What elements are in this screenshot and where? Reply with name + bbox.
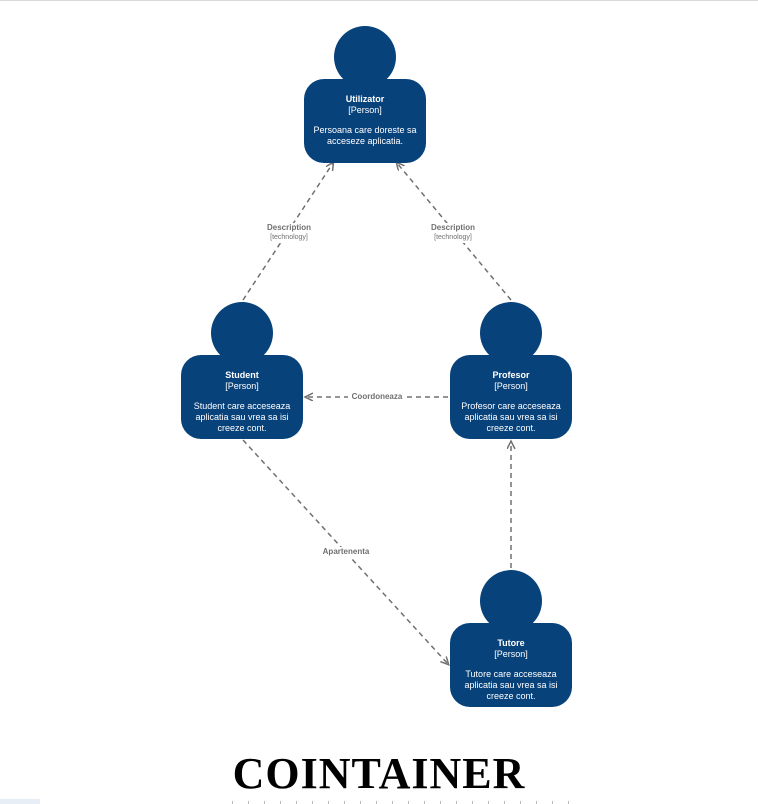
page-title: COINTAINER [232, 749, 526, 798]
person-head-icon [480, 570, 542, 632]
bottom-edge-strip [0, 799, 40, 804]
person-name: Tutore [497, 638, 525, 648]
relationship-technology: [technology] [270, 234, 308, 241]
person-description: Tutore care acceseaza aplicatia sau vrea… [464, 669, 558, 701]
person-name: Utilizator [345, 94, 385, 104]
person-type: [Person] [225, 381, 259, 391]
edge-label-profesor-utilizator: Description [technology] [426, 223, 480, 243]
person-card: Profesor [Person] Profesor care acceseaz… [450, 355, 572, 439]
relationship-label: Coordoneaza [351, 392, 403, 401]
relationship-label: Description [430, 223, 475, 232]
relationship-technology: [technology] [434, 234, 472, 241]
person-card: Utilizator [Person] Persoana care dorest… [304, 79, 426, 163]
person-name: Student [225, 370, 259, 380]
relationship-label: Apartenenta [322, 547, 370, 556]
edge-profesor-to-utilizator [397, 163, 512, 301]
person-description: Student care acceseaza aplicatia sau vre… [193, 401, 291, 433]
edge-student-to-tutore [242, 439, 448, 664]
bottom-dotted-rule [232, 801, 572, 804]
person-type: [Person] [348, 105, 382, 115]
person-head-icon [334, 26, 396, 88]
edge-label-profesor-student: Coordoneaza [348, 392, 406, 402]
person-description: Persoana care doreste sa acceseze aplica… [313, 125, 417, 146]
person-head-icon [211, 302, 273, 364]
relationship-label: Description [266, 223, 311, 232]
person-head-icon [480, 302, 542, 364]
top-border [0, 0, 758, 1]
person-card: Tutore [Person] Tutore care acceseaza ap… [450, 623, 572, 707]
person-description: Profesor care acceseaza aplicatia sau vr… [461, 401, 561, 433]
person-card: Student [Person] Student care acceseaza … [181, 355, 303, 439]
person-name: Profesor [492, 370, 530, 380]
person-type: [Person] [494, 649, 528, 659]
person-type: [Person] [494, 381, 528, 391]
edge-label-student-utilizator: Description [technology] [262, 223, 316, 243]
edge-label-student-tutore: Apartenenta [318, 547, 374, 557]
